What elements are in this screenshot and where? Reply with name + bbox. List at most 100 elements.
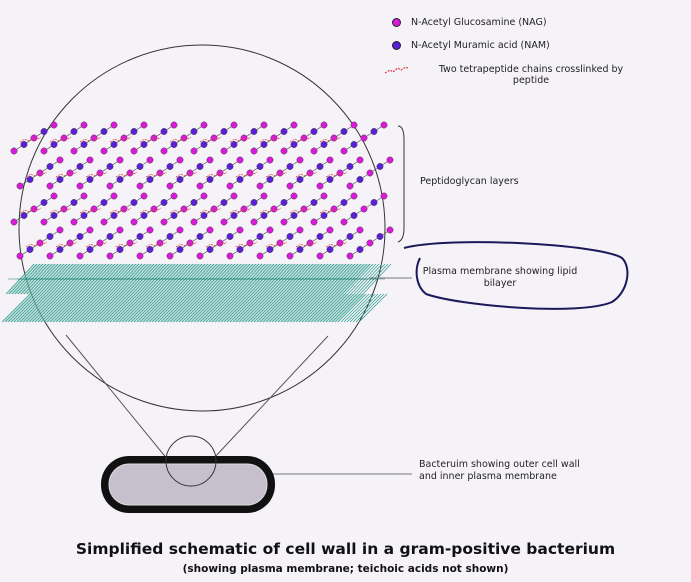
lipid-tail	[331, 293, 361, 323]
lipid-tail	[337, 293, 367, 323]
nag-unit	[320, 192, 328, 200]
nag-unit	[170, 192, 178, 200]
nag-unit	[350, 121, 358, 129]
lipid-tail	[16, 293, 46, 323]
nam-unit	[316, 233, 324, 240]
nam-unit	[256, 233, 264, 240]
legend-peptide-label-line1: Two tetrapeptide chains crosslinked by	[438, 64, 624, 75]
nag-unit	[80, 192, 88, 200]
nag-unit	[386, 156, 394, 164]
nag-unit	[316, 182, 324, 190]
nam-unit	[356, 246, 364, 253]
peptide-crosslink	[139, 207, 162, 214]
lipid-tail	[154, 293, 184, 323]
lipid-tail	[112, 293, 142, 323]
nam-unit	[70, 199, 78, 206]
lipid-tail	[4, 293, 34, 323]
lipid-tail	[34, 293, 64, 323]
nag-unit	[46, 182, 54, 190]
lipid-tail	[127, 293, 157, 323]
nam-unit	[170, 212, 178, 219]
nag-unit	[286, 252, 294, 260]
nam-unit	[290, 212, 298, 219]
nam-unit	[346, 163, 354, 170]
lipid-tail	[190, 293, 220, 323]
nag-unit	[116, 226, 124, 234]
nag-unit	[196, 182, 204, 190]
nam-unit	[40, 128, 48, 135]
nag-unit	[200, 121, 208, 129]
lipid-tail	[118, 293, 148, 323]
lipid-tail	[202, 293, 232, 323]
nag-unit	[226, 182, 234, 190]
lipid-tail	[250, 293, 280, 323]
lipid-tail	[73, 293, 103, 323]
nam-unit	[370, 199, 378, 206]
peptide-crosslink	[325, 241, 348, 248]
nam-unit	[166, 233, 174, 240]
lipid-tail	[307, 293, 337, 323]
lipid-tail	[271, 293, 301, 323]
lipid-tail	[148, 293, 178, 323]
nag-unit	[220, 218, 228, 226]
nam-unit	[236, 246, 244, 253]
bacterium-label-line1: Bacteruim showing outer cell wall	[419, 459, 580, 470]
bacterium-inner-membrane	[108, 463, 268, 506]
nag-unit	[40, 147, 48, 155]
lipid-tail	[103, 293, 133, 323]
peptide-crosslink	[49, 136, 72, 143]
nam-unit	[310, 199, 318, 206]
peptide-crosslink	[79, 136, 102, 143]
nam-unit	[290, 141, 298, 148]
nam-unit	[370, 128, 378, 135]
lipid-tail	[223, 293, 253, 323]
lipid-tail	[265, 293, 295, 323]
nam-unit	[256, 163, 264, 170]
peptidoglycan-layers	[10, 121, 394, 260]
nag-unit	[326, 226, 334, 234]
legend-nag-label: N-Acetyl Glucosamine (NAG)	[411, 17, 547, 28]
lipid-tail	[82, 293, 112, 323]
nam-unit	[46, 163, 54, 170]
nam-unit	[340, 199, 348, 206]
nam-unit	[140, 141, 148, 148]
lipid-tail	[319, 293, 349, 323]
nam-unit	[146, 246, 154, 253]
lipid-tail	[229, 293, 259, 323]
lipid-tail	[13, 293, 43, 323]
peptide-crosslink	[175, 171, 198, 178]
lipid-tail	[274, 293, 304, 323]
nam-unit	[190, 199, 198, 206]
nam-unit	[346, 233, 354, 240]
nam-swatch-icon	[392, 41, 401, 50]
nag-unit	[380, 121, 388, 129]
nam-unit	[50, 212, 58, 219]
lipid-tail	[31, 293, 61, 323]
peptide-crosslink	[25, 241, 48, 248]
nag-unit	[130, 147, 138, 155]
legend-peptide-label-line2: peptide	[512, 75, 550, 86]
lipid-tail	[310, 293, 340, 323]
lipid-tail	[259, 293, 289, 323]
membrane-label-line1: Plasma membrane showing lipid	[422, 266, 578, 277]
nag-unit	[266, 226, 274, 234]
peptide-crosslink	[265, 241, 288, 248]
nag-unit	[146, 226, 154, 234]
nag-unit	[260, 192, 268, 200]
nag-unit	[326, 156, 334, 164]
nam-unit	[356, 176, 364, 183]
nag-unit	[366, 169, 374, 177]
nag-unit	[190, 147, 198, 155]
nag-unit	[106, 182, 114, 190]
lipid-tail	[355, 293, 385, 323]
nam-unit	[100, 128, 108, 135]
figure-title: Simplified schematic of cell wall in a g…	[75, 540, 616, 558]
nag-unit	[106, 252, 114, 260]
nag-unit	[316, 252, 324, 260]
lipid-tail	[97, 293, 127, 323]
nam-unit	[320, 212, 328, 219]
nam-unit	[226, 233, 234, 240]
nam-unit	[196, 233, 204, 240]
nam-unit	[176, 246, 184, 253]
lipid-tail	[334, 293, 364, 323]
